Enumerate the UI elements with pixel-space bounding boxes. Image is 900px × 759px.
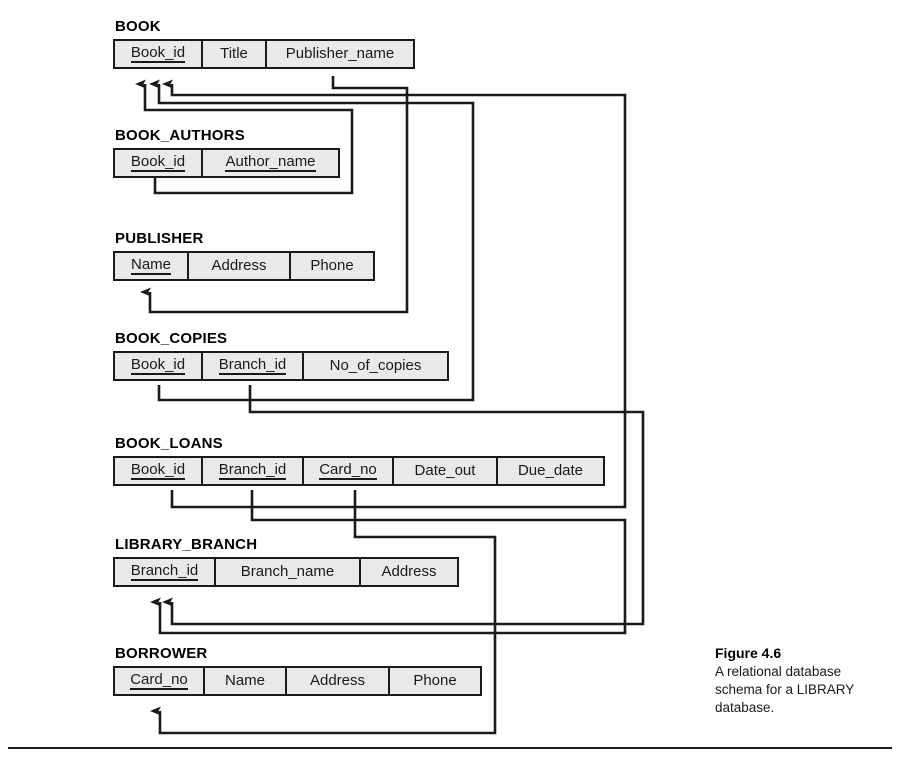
attribute-label: No_of_copies [329, 356, 422, 374]
attribute-label: Book_id [130, 461, 186, 481]
attribute-cell: Title [203, 41, 267, 67]
table-book-authors: BOOK_AUTHORS Book_id Author_name [113, 127, 340, 178]
attribute-label: Book_id [130, 356, 186, 376]
attribute-label: Branch_id [218, 461, 287, 481]
attribute-cell: Address [287, 668, 390, 694]
primary-key-attribute-cell: Book_id [115, 41, 203, 67]
table-title: BOOK_COPIES [115, 330, 228, 347]
table-library-branch: LIBRARY_BRANCH Branch_id Branch_name Addres… [113, 536, 459, 587]
page-footer-rule [8, 747, 892, 749]
figure-caption-text: A relational database schema for a LIBRA… [715, 664, 855, 715]
attribute-label: Card_no [130, 671, 188, 691]
attribute-cell: Publisher_name [267, 41, 413, 67]
attribute-label: Date_out [414, 461, 476, 479]
attribute-row: Book_id Branch_id No_of_copies [113, 351, 449, 381]
primary-key-attribute-cell: Book_id [115, 353, 203, 379]
attribute-label: Name [130, 256, 171, 276]
table-title: BOOK_AUTHORS [115, 127, 245, 144]
table-title: PUBLISHER [115, 230, 204, 247]
attribute-label: Branch_id [130, 562, 199, 582]
attribute-cell: Address [189, 253, 291, 279]
primary-key-attribute-cell: Name [115, 253, 189, 279]
attribute-row: Book_id Title Publisher_name [113, 39, 415, 69]
primary-key-attribute-cell: Branch_id [203, 458, 304, 484]
attribute-cell: No_of_copies [304, 353, 447, 379]
attribute-cell: Address [361, 559, 457, 585]
attribute-cell: Date_out [394, 458, 498, 484]
attribute-label: Publisher_name [285, 44, 395, 62]
attribute-cell: Phone [291, 253, 373, 279]
attribute-label: Phone [310, 256, 354, 274]
attribute-label: Address [309, 671, 366, 689]
table-borrower: BORROWER Card_no Name Address Phone [113, 645, 482, 696]
table-book-copies: BOOK_COPIES Book_id Branch_id No_of_copies [113, 330, 449, 381]
primary-key-attribute-cell: Card_no [304, 458, 394, 484]
table-title: BOOK [115, 18, 161, 35]
attribute-row: Card_no Name Address Phone [113, 666, 482, 696]
attribute-label: Name [224, 671, 265, 689]
figure-number: Figure 4.6 [715, 645, 782, 661]
attribute-label: Branch_id [218, 356, 287, 376]
primary-key-attribute-cell: Author_name [203, 150, 338, 176]
attribute-label: Title [220, 44, 248, 62]
table-title: BORROWER [115, 645, 208, 662]
primary-key-attribute-cell: Card_no [115, 668, 205, 694]
attribute-cell: Phone [390, 668, 480, 694]
primary-key-attribute-cell: Branch_id [115, 559, 216, 585]
primary-key-attribute-cell: Book_id [115, 458, 203, 484]
table-title: LIBRARY_BRANCH [115, 536, 258, 553]
fk-bookloans-cardno-to-borrower [150, 490, 497, 735]
attribute-label: Address [211, 256, 267, 274]
attribute-row: Book_id Branch_id Card_no Date_out Due_date [113, 456, 605, 486]
attribute-label: Phone [413, 671, 457, 689]
attribute-row: Name Address Phone [113, 251, 375, 281]
attribute-label: Book_id [130, 44, 186, 64]
table-publisher: PUBLISHER Name Address Phone [113, 230, 375, 281]
table-book: BOOK Book_id Title Publisher_name [113, 18, 415, 69]
attribute-row: Book_id Author_name [113, 148, 340, 178]
attribute-row: Branch_id Branch_name Address [113, 557, 459, 587]
table-title: BOOK_LOANS [115, 435, 223, 452]
fk-bookcopies-branchid-to-librarybranch [162, 385, 645, 626]
attribute-label: Book_id [130, 153, 186, 173]
attribute-label: Due_date [517, 461, 584, 479]
primary-key-attribute-cell: Book_id [115, 150, 203, 176]
attribute-label: Address [381, 562, 437, 580]
primary-key-attribute-cell: Branch_id [203, 353, 304, 379]
attribute-label: Author_name [225, 153, 316, 173]
attribute-label: Branch_name [240, 562, 335, 580]
attribute-cell: Due_date [498, 458, 603, 484]
table-book-loans: BOOK_LOANS Book_id Branch_id Card_no Date_ou… [113, 435, 605, 486]
attribute-cell: Name [205, 668, 287, 694]
attribute-label: Card_no [319, 461, 377, 481]
attribute-cell: Branch_name [216, 559, 361, 585]
figure-caption: Figure 4.6 A relational database schema … [715, 645, 890, 717]
